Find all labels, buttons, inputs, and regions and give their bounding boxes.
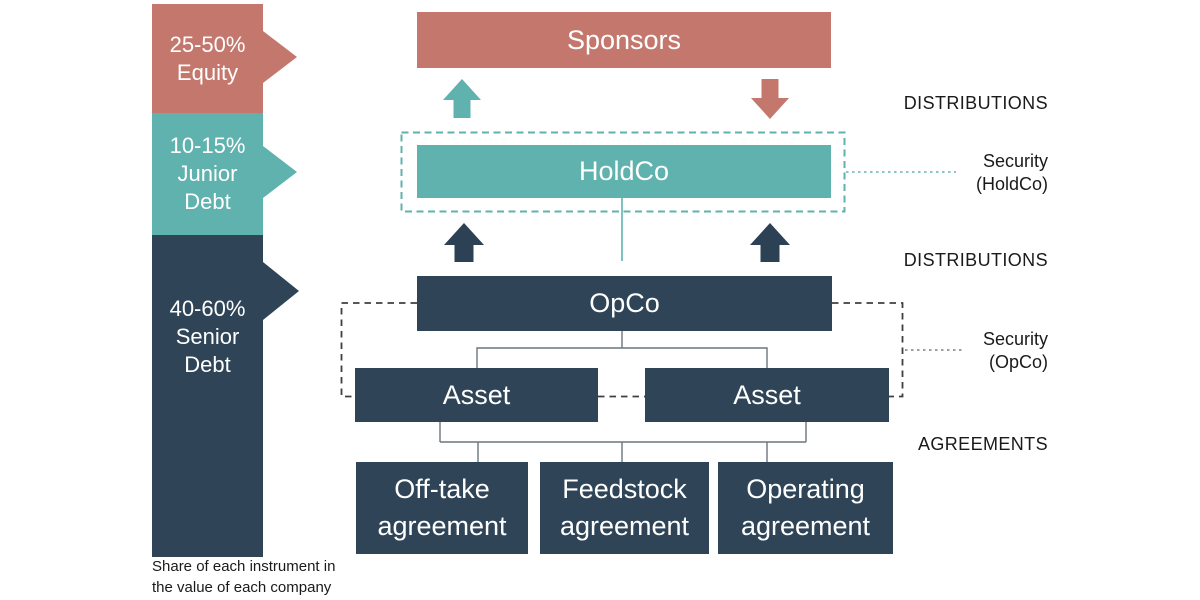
- equity-name-line: Equity: [176, 59, 239, 85]
- senior-debt-chevron-right-icon: [263, 262, 299, 320]
- offtake-line1: Off-take: [394, 474, 490, 504]
- asset-box-left: Asset: [355, 368, 598, 422]
- bar-caption-line1: Share of each instrument in: [152, 558, 336, 575]
- opco-label: OpCo: [589, 288, 660, 318]
- assets-agreements-connector: [439, 422, 807, 462]
- security-opco-line1: Security: [982, 329, 1048, 349]
- equity-label: 25-50% Equity: [152, 31, 263, 87]
- senior-debt-segment: 40-60% Senior Debt: [152, 235, 263, 557]
- security-opco-label: Security (OpCo): [848, 328, 1048, 374]
- asset-box-right: Asset: [645, 368, 889, 422]
- security-holdco-label: Security (HoldCo): [848, 150, 1048, 196]
- junior-name-line2: Debt: [184, 189, 231, 214]
- opco-distribution-up-arrow-right-icon: [750, 223, 790, 262]
- equity-share-line: 25-50%: [169, 31, 246, 57]
- operating-line1: Operating: [746, 474, 865, 504]
- equity-segment: 25-50% Equity: [152, 4, 263, 113]
- distribution-up-arrow-icon: [443, 79, 481, 118]
- agreements-label: AGREEMENTS: [917, 434, 1048, 454]
- asset-right-label: Asset: [733, 379, 801, 410]
- feedstock-line2: agreement: [559, 511, 690, 541]
- sponsors-label: Sponsors: [566, 24, 682, 55]
- holdco-security-dashed-border: [400, 131, 846, 213]
- offtake-line2: agreement: [377, 511, 507, 541]
- bar-caption-line2: the value of each company: [152, 579, 332, 596]
- junior-share-line: 10-15%: [169, 133, 246, 158]
- opco-security-dashed-right: [832, 302, 904, 398]
- junior-debt-segment: 10-15% Junior Debt: [152, 113, 263, 235]
- sponsors-box: Sponsors: [417, 12, 831, 68]
- security-holdco-line2: (HoldCo): [975, 174, 1048, 194]
- offtake-agreement-box: Off-take agreement: [356, 462, 528, 554]
- opco-assets-connector: [476, 331, 768, 368]
- opco-security-dashed-left: [340, 302, 417, 398]
- distributions-label-top: DISTRIBUTIONS: [903, 93, 1048, 113]
- holdco-box: HoldCo: [417, 145, 831, 198]
- junior-name-line: Junior: [177, 161, 238, 186]
- security-holdco-line1: Security: [982, 151, 1048, 171]
- operating-agreement-box: Operating agreement: [718, 462, 893, 554]
- operating-line2: agreement: [740, 511, 871, 541]
- holdco-label: HoldCo: [578, 156, 670, 186]
- feedstock-agreement-box: Feedstock agreement: [540, 462, 709, 554]
- senior-name-line2: Debt: [184, 352, 231, 377]
- senior-debt-label: 40-60% Senior Debt: [152, 235, 263, 379]
- security-opco-line2: (OpCo): [988, 352, 1048, 372]
- junior-debt-chevron-right-icon: [263, 146, 297, 198]
- equity-down-arrow-icon: [751, 79, 789, 119]
- senior-name-line: Senior: [175, 324, 240, 349]
- opco-box: OpCo: [417, 276, 832, 331]
- senior-share-line: 40-60%: [169, 296, 246, 321]
- equity-chevron-right-icon: [263, 31, 297, 83]
- bar-caption: Share of each instrument in the value of…: [152, 556, 335, 598]
- distributions-label-mid: DISTRIBUTIONS: [903, 250, 1048, 270]
- asset-left-label: Asset: [442, 379, 511, 410]
- feedstock-line1: Feedstock: [562, 474, 687, 504]
- junior-debt-label: 10-15% Junior Debt: [152, 132, 263, 216]
- opco-distribution-up-arrow-left-icon: [444, 223, 484, 262]
